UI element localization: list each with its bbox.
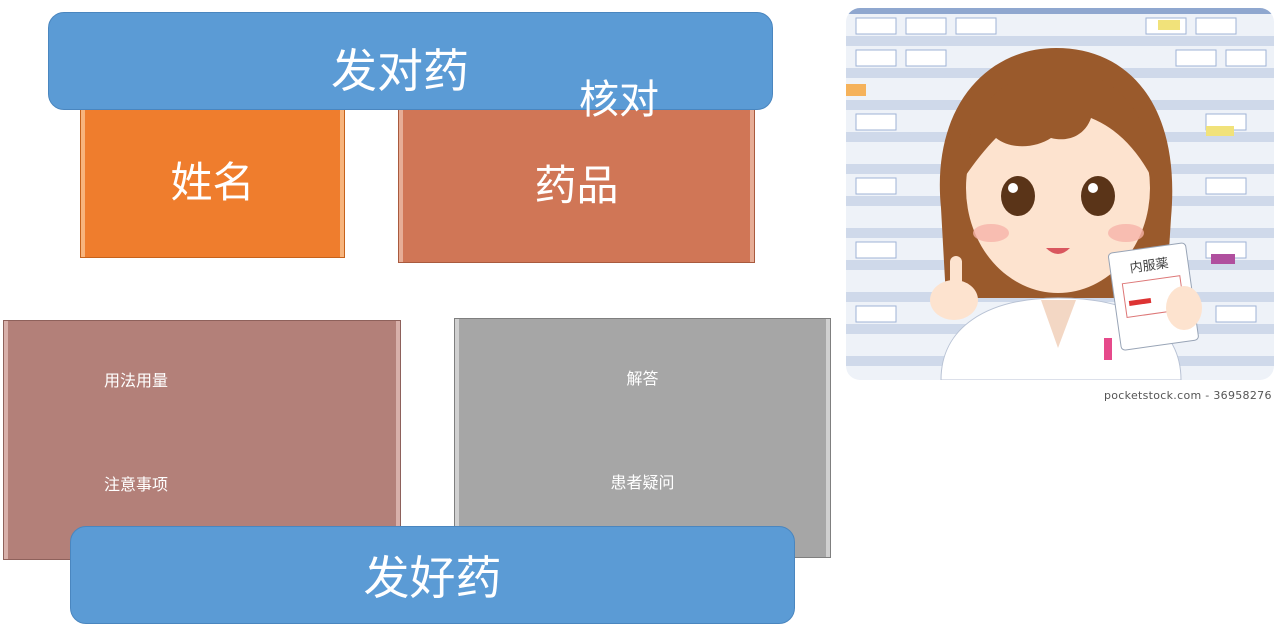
card-answer-line2: 患者疑问 xyxy=(610,473,675,492)
card-usage-line2: 注意事项 xyxy=(104,475,169,494)
card-answer: 解答 患者疑问 xyxy=(454,318,831,558)
card-drug: 药品 xyxy=(398,108,755,263)
bottom-banner: 发好药 xyxy=(70,526,795,624)
pharmacist-drawing: 内服薬 xyxy=(846,8,1274,380)
medicine-card-title: 内服薬 xyxy=(1129,255,1170,276)
top-banner-subtitle: 核对 xyxy=(579,77,659,123)
bottom-banner-title: 发好药 xyxy=(363,551,502,605)
card-answer-line1: 解答 xyxy=(626,369,659,388)
top-banner-title: 发对药 xyxy=(331,44,469,98)
card-name-label: 姓名 xyxy=(170,158,255,207)
card-drug-label: 药品 xyxy=(534,160,619,210)
card-usage: 用法用量 注意事项 xyxy=(3,320,401,560)
card-usage-line1: 用法用量 xyxy=(104,371,169,390)
pharmacist-illustration: 内服薬 xyxy=(846,8,1274,380)
image-credit: pocketstock.com - 36958276 xyxy=(1104,389,1272,402)
card-name: 姓名 xyxy=(80,108,345,258)
top-banner: 发对药 核对 xyxy=(48,12,773,123)
